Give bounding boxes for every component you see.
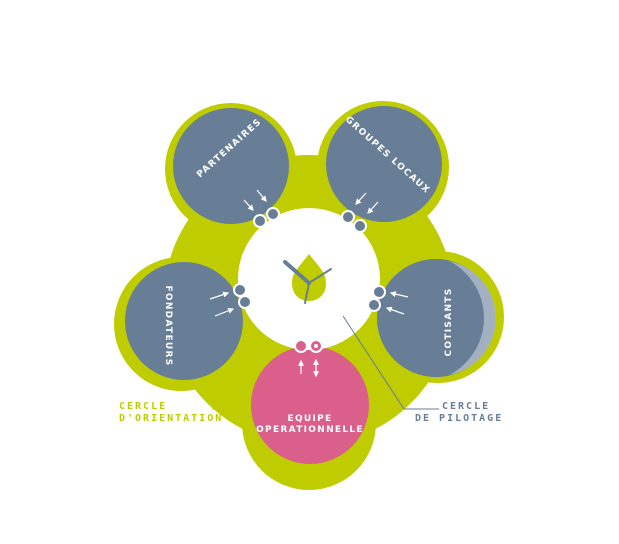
pilotage-leader — [342, 315, 439, 410]
connector-dot-icon — [238, 295, 252, 309]
clock-drop-icon — [283, 254, 332, 304]
arrows — [209, 189, 409, 378]
connector-dot-icon — [367, 298, 381, 312]
connector-dot-icon — [353, 219, 367, 233]
pilotage-legend: CERCLE DE PILOTAGE — [415, 401, 503, 424]
orientation-label-line1: CERCLE — [119, 401, 167, 412]
pilotage-label-line1: CERCLE — [442, 401, 490, 412]
arrow-in-icon — [355, 192, 367, 205]
connector-dot-icon — [233, 283, 247, 297]
connector-dot-icon — [253, 214, 267, 228]
equipe-label-line1: EQUIPE — [288, 414, 333, 424]
pilotage-label-line2: DE PILOTAGE — [415, 413, 503, 424]
cotisants-label: COTISANTS — [444, 287, 454, 356]
circle-equipe-operationnelle: EQUIPE OPERATIONNELLE — [251, 346, 369, 464]
orientation-label-line2: D'ORIENTATION — [119, 413, 223, 424]
orientation-leader — [212, 389, 227, 410]
fondateurs-label: FONDATEURS — [163, 285, 173, 366]
connector-dots — [233, 207, 386, 353]
circle-partenaires: PARTENAIRES — [173, 108, 289, 224]
arrow-in-icon — [385, 306, 405, 315]
connector-dot-icon — [341, 210, 355, 224]
arrow-in-icon — [389, 291, 409, 298]
equipe-label-line2: OPERATIONNELLE — [256, 425, 364, 435]
connector-dot-icon — [372, 285, 386, 299]
leader-lines — [212, 315, 439, 410]
circle-cotisants: COTISANTS — [377, 259, 496, 377]
arrow-in-icon — [243, 199, 254, 211]
arrow-in-icon — [367, 201, 379, 214]
arrow-in-icon — [209, 291, 230, 300]
connector-dot-icon — [266, 207, 280, 221]
circle-fondateurs: FONDATEURS — [125, 262, 243, 380]
orientation-legend: CERCLE D'ORIENTATION — [119, 401, 223, 424]
arrow-in-icon — [214, 307, 235, 317]
connector-dot-icon — [294, 339, 308, 353]
arrow-in-icon — [256, 189, 267, 202]
circle-groupes-locaux: GROUPES LOCAUX — [326, 106, 442, 222]
